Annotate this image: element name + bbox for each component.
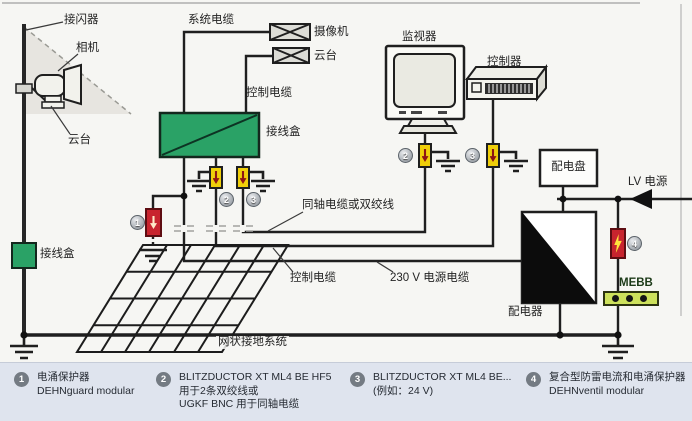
wire-coax — [241, 133, 427, 234]
spd-3-device-junction — [236, 166, 250, 189]
ground-junction-left — [187, 170, 211, 193]
spd-2-device-junction — [209, 166, 223, 189]
legend-text-1: 电涌保护器 DEHNguard modular — [37, 371, 135, 397]
label-leaders — [25, 21, 394, 273]
pan-tilt-terminal-symbol — [272, 47, 310, 64]
spd-4-device — [610, 228, 626, 259]
control-cable-bottom-label: 控制电缆 — [290, 272, 336, 284]
ground-junction-right — [250, 170, 275, 193]
wire-230v — [182, 157, 523, 263]
junction-box-symbol — [158, 111, 261, 159]
pan-tilt-pole-label: 云台 — [68, 134, 91, 146]
power-cable-230v-label: 230 V 电源电缆 — [390, 272, 470, 284]
legend-item-2: 2 BLITZDUCTOR XT ML4 BE HF5 用于2条双绞线或 UGK… — [156, 371, 331, 412]
marker-3-controller: 3 — [465, 148, 480, 163]
legend-bar — [0, 362, 692, 421]
legend-text-3: BLITZDUCTOR XT ML4 BE... (例如：24 V) — [373, 371, 512, 397]
pan-tilt-box-label: 云台 — [314, 50, 337, 62]
marker-1: 1 — [130, 215, 145, 230]
ground-bus-right — [602, 335, 634, 360]
mebb-label: MEBB — [619, 277, 653, 289]
marker-2-junction: 2 — [219, 192, 234, 207]
spd-3-device-controller — [486, 143, 500, 168]
air-terminal-label: 接闪器 — [64, 14, 99, 26]
legend-marker-1: 1 — [14, 372, 29, 387]
camera-label: 相机 — [76, 42, 99, 54]
camera-terminal-symbol — [269, 23, 311, 41]
distributor-symbol — [520, 210, 598, 305]
monitor-drawing — [384, 44, 466, 134]
legend-marker-2: 2 — [156, 372, 171, 387]
pole-camera-drawing — [31, 63, 82, 109]
monitor-label: 监视器 — [402, 31, 437, 43]
controller-drawing — [465, 64, 548, 102]
legend-item-4: 4 复合型防雷电流和电涌保护器 DEHNventil modular — [526, 371, 686, 398]
pole-junction-box-label: 接线盒 — [40, 248, 75, 260]
wires — [151, 30, 692, 335]
camera-box-label: 摄像机 — [314, 26, 349, 38]
mast-clamp — [15, 83, 33, 94]
system-cable-label: 系统电缆 — [188, 14, 234, 26]
marker-3-junction: 3 — [246, 192, 261, 207]
spd-1-device — [145, 208, 162, 237]
junction-box-label: 接线盒 — [266, 126, 301, 138]
distributor-label: 配电器 — [508, 306, 543, 318]
legend-text-4: 复合型防雷电流和电涌保护器 DEHNventil modular — [549, 371, 686, 397]
marker-2-monitor: 2 — [398, 148, 413, 163]
legend-item-3: 3 BLITZDUCTOR XT ML4 BE... (例如：24 V) — [350, 371, 511, 398]
pole-junction-box-symbol — [11, 242, 37, 269]
legend-item-1: 1 电涌保护器 DEHNguard modular — [14, 371, 134, 398]
legend-marker-4: 4 — [526, 372, 541, 387]
distribution-panel-label: 配电盘 — [551, 161, 586, 173]
ground-symbols — [10, 150, 634, 360]
legend-marker-3: 3 — [350, 372, 365, 387]
lv-arrow-icon — [630, 189, 652, 209]
ground-spd1 — [139, 248, 167, 263]
control-cable-top-label: 控制电缆 — [246, 87, 292, 99]
mesh-ground-label: 网状接地系统 — [216, 336, 289, 350]
spd-2-device-monitor — [418, 143, 432, 168]
legend-text-2: BLITZDUCTOR XT ML4 BE HF5 用于2条双绞线或 UGKF … — [179, 371, 332, 410]
distribution-panel-symbol — [538, 148, 599, 188]
junction-dots — [20, 192, 622, 339]
cable-break-marks — [174, 225, 253, 232]
ground-monitor — [432, 150, 460, 173]
wire-spd1-tap — [151, 194, 184, 210]
coax-cable-label: 同轴电缆或双绞线 — [302, 199, 394, 211]
ground-mast — [10, 335, 38, 360]
wire-system-cable — [182, 30, 270, 114]
ground-controller — [500, 150, 528, 173]
wire-pan-tilt-cable — [244, 54, 272, 114]
marker-4: 4 — [627, 236, 642, 251]
mebb-bar — [603, 291, 659, 306]
mesh-ground-grid — [75, 244, 290, 353]
lv-power-label: LV 电源 — [628, 176, 668, 188]
wire-control — [214, 99, 495, 248]
controller-label: 控制器 — [487, 56, 522, 68]
